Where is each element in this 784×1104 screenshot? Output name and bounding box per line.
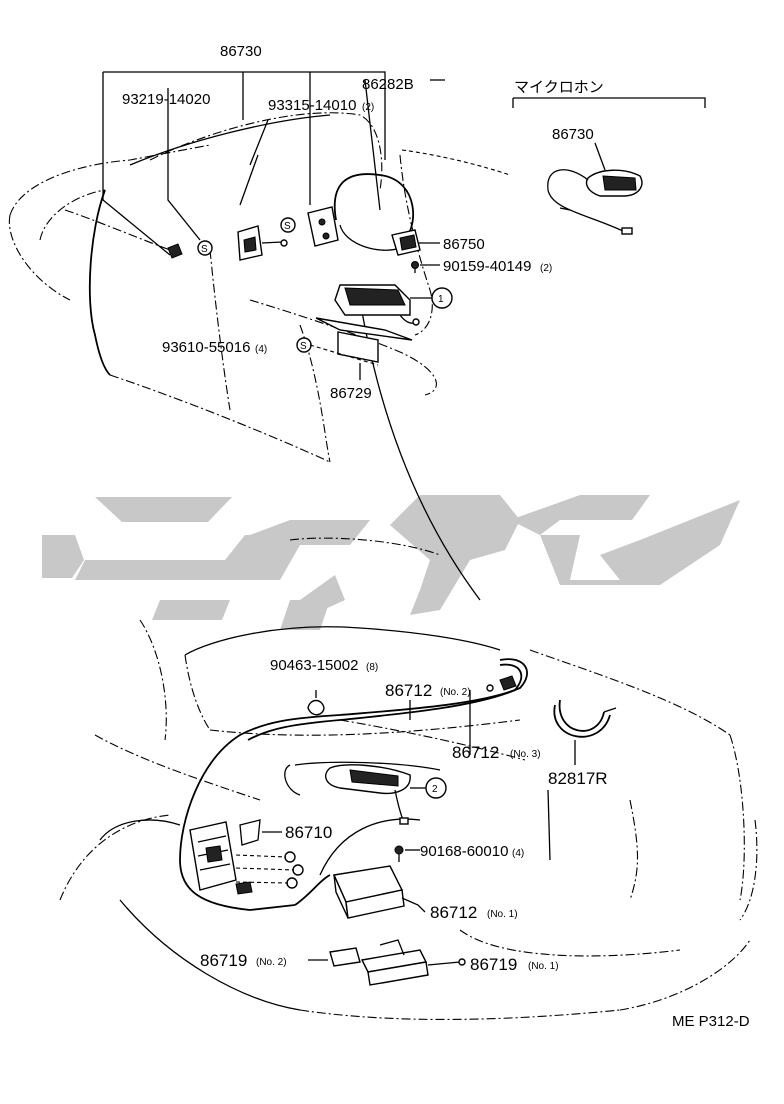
label-86719-no2-tag: (No. 2) xyxy=(256,957,287,968)
amplifier-box-86712 xyxy=(332,865,426,919)
label-90159-qty: (2) xyxy=(540,263,552,274)
bracket-86719-no2 xyxy=(308,947,361,967)
svg-text:S: S xyxy=(284,221,291,232)
label-90463-15002: 90463-15002 xyxy=(270,657,358,674)
speaker-bracket-86730 xyxy=(237,225,288,261)
microphone-cable xyxy=(547,169,626,233)
bracket-82817r xyxy=(553,699,617,765)
clamp-90463 xyxy=(307,699,325,716)
switch-unit-2 xyxy=(324,764,411,825)
antenna-wire xyxy=(333,173,414,246)
svg-text:1: 1 xyxy=(438,294,444,305)
watermark-logo xyxy=(42,495,740,630)
screw-90168 xyxy=(394,845,404,855)
callout-2: 2 xyxy=(425,777,447,799)
wire-harness xyxy=(179,658,528,911)
label-93610-55016: 93610-55016 xyxy=(162,339,250,356)
screw-90159 xyxy=(411,261,419,269)
label-86730-mic: 86730 xyxy=(552,126,594,143)
label-82817r: 82817R xyxy=(548,769,608,788)
label-93219-14020: 93219-14020 xyxy=(122,91,210,108)
label-86729: 86729 xyxy=(330,385,372,402)
label-93610-qty: (4) xyxy=(255,344,267,355)
label-93315-14010: 93315-14010 xyxy=(268,97,356,114)
clip-part xyxy=(167,243,183,259)
label-86710: 86710 xyxy=(285,823,332,842)
overhead-unit xyxy=(334,284,420,326)
upper-parts: S S S xyxy=(167,173,453,380)
label-86719-no1: 86719 xyxy=(470,955,517,974)
microphone-inset xyxy=(512,97,706,235)
label-93315-qty: (2) xyxy=(362,102,374,113)
label-86712-no2: 86712 xyxy=(385,681,432,700)
label-86712-no1: 86712 xyxy=(430,903,477,922)
label-90168-qty: (4) xyxy=(512,848,524,859)
label-86282b: 86282B xyxy=(362,76,414,93)
svg-text:2: 2 xyxy=(432,784,438,795)
label-86730: 86730 xyxy=(220,43,262,60)
bracket-86282b xyxy=(307,206,339,247)
part-labels: 86730 86282B 93219-14020 93315-14010 (2)… xyxy=(122,43,750,1030)
svg-text:S: S xyxy=(201,244,208,255)
reference-code: ME P312-D xyxy=(672,1013,750,1030)
clip-s-symbol-2 xyxy=(280,217,296,233)
label-86712-no3: 86712 xyxy=(452,743,499,762)
label-86719-no2: 86719 xyxy=(200,951,247,970)
module-86750 xyxy=(391,229,421,256)
bracket-86729 xyxy=(309,317,413,366)
label-90463-qty: (8) xyxy=(366,662,378,673)
callout-1: 1 xyxy=(431,287,453,309)
lower-parts: 2 xyxy=(189,675,617,986)
label-86712-no1-tag: (No. 1) xyxy=(487,909,518,920)
label-86712-no2-tag: (No. 2) xyxy=(440,687,471,698)
top-leader-lines xyxy=(102,71,445,256)
label-90159-40149: 90159-40149 xyxy=(443,258,531,275)
label-86750: 86750 xyxy=(443,236,485,253)
svg-text:S: S xyxy=(300,341,307,352)
amplifier-86710 xyxy=(189,819,304,895)
connector-top xyxy=(499,675,517,691)
label-86719-no1-tag: (No. 1) xyxy=(528,961,559,972)
bracket-86719-no1 xyxy=(360,939,466,986)
clip-s-symbol-1 xyxy=(197,240,213,256)
microphone-title: マイクロホン xyxy=(514,79,604,96)
label-86712-no3-tag: (No. 3) xyxy=(510,749,541,760)
label-90168-60010: 90168-60010 xyxy=(420,843,508,860)
